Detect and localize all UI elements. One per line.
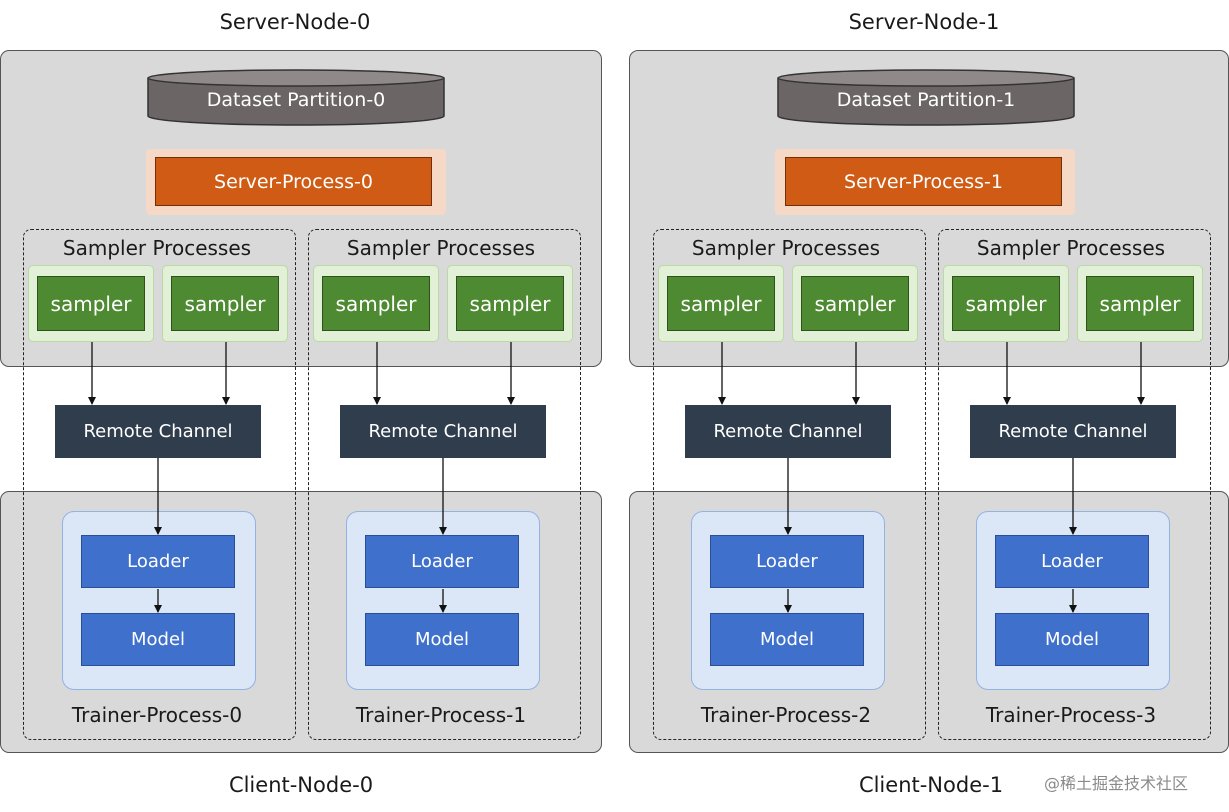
server-process-0: Server-Process-0: [155, 157, 432, 206]
loader-1: Loader: [365, 535, 519, 588]
server-node-0-title: Server-Node-0: [219, 10, 371, 34]
process-group-1: [308, 229, 581, 740]
remote-channel-2: Remote Channel: [685, 405, 891, 458]
model-3: Model: [995, 613, 1149, 666]
trainer-process-3-label: Trainer-Process-3: [985, 703, 1157, 727]
dataset-partition-1-cylinder: Dataset Partition-1: [776, 68, 1076, 128]
client-node-1-title: Client-Node-1: [858, 773, 1004, 797]
remote-channel-1: Remote Channel: [340, 405, 546, 458]
sampler-box: sampler: [456, 276, 564, 331]
trainer-process-0-label: Trainer-Process-0: [71, 703, 243, 727]
dataset-partition-0-cylinder: Dataset Partition-0: [146, 68, 446, 128]
process-group-3: [938, 229, 1211, 740]
process-group-2: [653, 229, 926, 740]
loader-2: Loader: [710, 535, 864, 588]
watermark: @稀土掘金技术社区: [1044, 774, 1189, 793]
server-process-1: Server-Process-1: [785, 157, 1062, 206]
loader-3: Loader: [995, 535, 1149, 588]
database-icon: [777, 69, 1075, 126]
model-1: Model: [365, 613, 519, 666]
sampler-processes-title-0: Sampler Processes: [62, 236, 252, 260]
sampler-box: sampler: [322, 276, 430, 331]
sampler-processes-title-1: Sampler Processes: [346, 236, 536, 260]
sampler-processes-title-3: Sampler Processes: [976, 236, 1166, 260]
sampler-box: sampler: [952, 276, 1060, 331]
dataset-partition-0-label: Dataset Partition-0: [206, 89, 386, 111]
model-2: Model: [710, 613, 864, 666]
trainer-process-2-label: Trainer-Process-2: [700, 703, 872, 727]
sampler-processes-title-2: Sampler Processes: [691, 236, 881, 260]
database-icon: [147, 69, 445, 126]
sampler-box: sampler: [37, 276, 145, 331]
server-node-1-title: Server-Node-1: [848, 10, 1000, 34]
remote-channel-0: Remote Channel: [55, 405, 261, 458]
remote-channel-3: Remote Channel: [970, 405, 1176, 458]
sampler-box: sampler: [1086, 276, 1194, 331]
process-group-0: [23, 229, 296, 740]
sampler-box: sampler: [667, 276, 775, 331]
loader-0: Loader: [81, 535, 235, 588]
client-node-0-title: Client-Node-0: [228, 773, 374, 797]
trainer-process-1-label: Trainer-Process-1: [355, 703, 527, 727]
sampler-box: sampler: [171, 276, 279, 331]
sampler-box: sampler: [801, 276, 909, 331]
dataset-partition-1-label: Dataset Partition-1: [836, 89, 1016, 111]
model-0: Model: [81, 613, 235, 666]
